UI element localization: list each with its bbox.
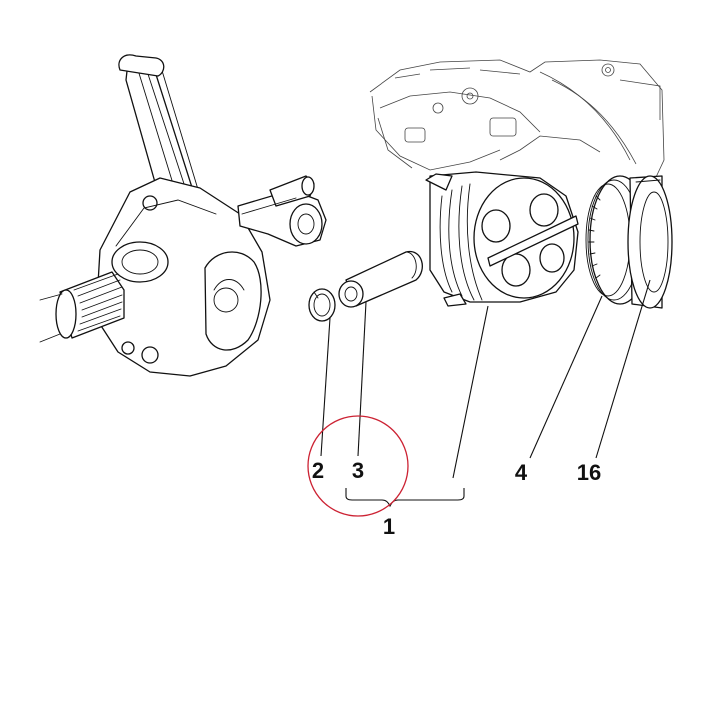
leader-line-2 [320, 317, 331, 457]
leader-line-4 [529, 295, 603, 459]
leader-line-3 [357, 301, 367, 457]
crankshaft-assembly [39, 54, 327, 377]
callout-label-3: 3 [352, 458, 364, 483]
callout-label-1: 1 [383, 514, 395, 539]
engine-casing-outline [369, 59, 665, 191]
leader-line-1 [452, 305, 489, 479]
callout-label-4: 4 [515, 460, 528, 485]
piston-pin [338, 250, 423, 308]
callout-label-2: 2 [312, 458, 324, 483]
highlight-circle [307, 415, 409, 517]
leader-lines [320, 279, 651, 508]
assembly-bracket [345, 488, 465, 508]
leader-line-16 [595, 279, 651, 459]
circlip [308, 288, 336, 322]
callout-label-16: 16 [577, 460, 601, 485]
cylinder [627, 175, 673, 309]
piston [425, 171, 579, 307]
